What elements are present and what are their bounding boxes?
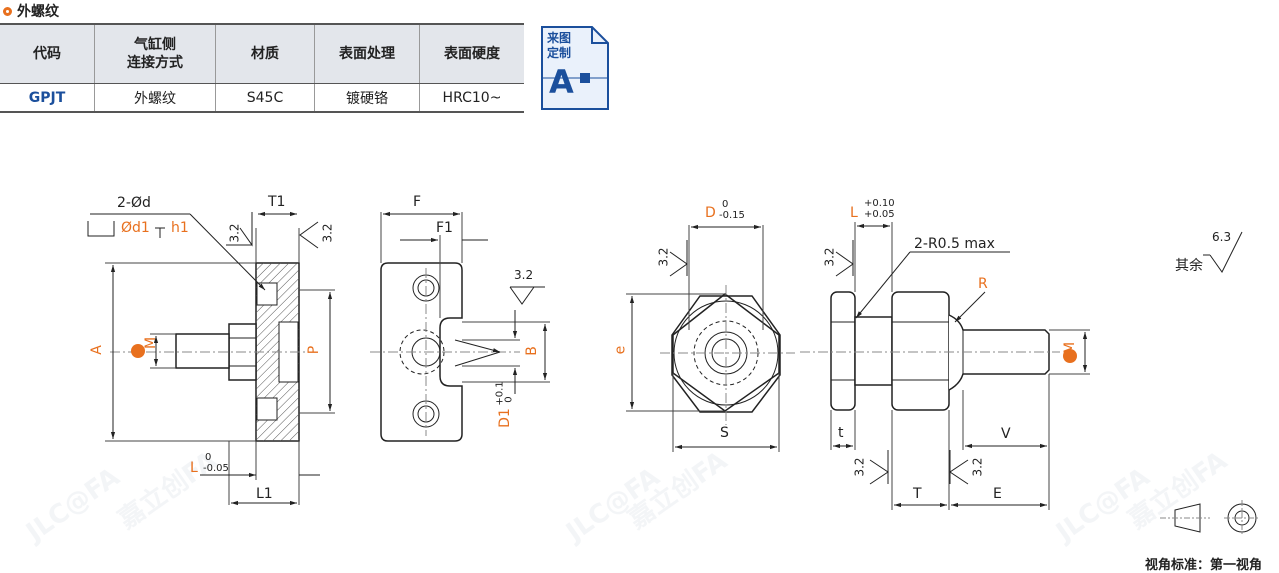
label-v: V	[1001, 426, 1011, 442]
label-d: D	[705, 205, 716, 221]
roughness-label: 3.2	[514, 268, 534, 282]
col-material: 材质	[215, 23, 315, 84]
hex-end-view	[626, 224, 795, 452]
document-icon	[541, 26, 609, 110]
cell-hardness: HRC10~	[419, 83, 524, 113]
label-l-tol-lower: -0.05	[203, 463, 229, 474]
section-title-text: 外螺纹	[17, 4, 59, 20]
label-e-right: E	[993, 486, 1002, 502]
label-lr-tol-lower: +0.05	[864, 209, 895, 220]
label-counterbore: Ød1	[121, 220, 150, 236]
label-d-tol-lower: -0.15	[719, 210, 745, 221]
label-d1-tol-lower: 0	[503, 396, 515, 403]
first-angle-projection-icon	[1160, 500, 1260, 536]
label-d1: D1	[496, 408, 513, 428]
table-header-row: 代码 气缸侧 连接方式 材质 表面处理 表面硬度	[0, 23, 524, 84]
cell-material: S45C	[215, 83, 315, 113]
label-b: B	[523, 346, 540, 356]
cell-code: GPJT	[0, 83, 95, 113]
section-title: 外螺纹	[3, 1, 59, 21]
projection-label: 视角标准：第一视角	[1145, 558, 1263, 573]
roughness-label-63: 6.3	[1212, 230, 1232, 244]
label-l: L	[190, 460, 198, 476]
m-marker-icon	[1063, 349, 1077, 363]
roughness-label: 3.2	[320, 223, 335, 243]
roughness-label: 3.2	[970, 457, 985, 477]
table-row: GPJT 外螺纹 S45C 镀硬铬 HRC10~	[0, 83, 524, 113]
circle-icon	[3, 6, 12, 16]
col-surface: 表面处理	[314, 23, 420, 84]
col-hardness: 表面硬度	[419, 23, 524, 84]
spec-table: 代码 气缸侧 连接方式 材质 表面处理 表面硬度 GPJT 外螺纹 S45C 镀…	[0, 23, 524, 113]
label-others: 其余	[1175, 258, 1203, 274]
label-depth: h1	[171, 220, 189, 236]
roughness-label: 3.2	[227, 223, 242, 243]
front-plate-view	[370, 211, 550, 442]
m-marker-icon	[131, 344, 145, 358]
badge-text: 来图定制	[547, 31, 572, 60]
roughness-label: 3.2	[852, 457, 867, 477]
label-radius-note: 2-R0.5 max	[914, 236, 995, 252]
label-f1: F1	[436, 220, 453, 236]
label-m: M	[1062, 341, 1079, 355]
label-a: A	[88, 345, 105, 355]
col-code: 代码	[0, 23, 95, 84]
label-d-tol-upper: 0	[722, 199, 729, 210]
roughness-others	[1203, 231, 1243, 273]
label-l1: L1	[256, 486, 273, 502]
label-p: P	[306, 345, 323, 355]
label-l-right: L	[850, 205, 858, 221]
badge-letter: A	[549, 63, 574, 101]
label-r: R	[978, 276, 988, 292]
roughness-label: 3.2	[656, 247, 671, 267]
cell-connection: 外螺纹	[94, 83, 216, 113]
cell-surface: 镀硬铬	[314, 83, 420, 113]
label-f: F	[413, 194, 422, 210]
custom-drawing-badge: 来图定制 A	[540, 25, 610, 111]
label-t: T	[913, 486, 922, 502]
label-holes: 2-Ød	[117, 195, 151, 211]
side-section-view	[87, 211, 335, 506]
label-s: S	[720, 425, 729, 441]
roughness-label: 3.2	[822, 247, 837, 267]
label-m: M	[143, 336, 160, 350]
label-lr-tol-upper: +0.10	[864, 198, 895, 209]
label-t-small: t	[838, 425, 844, 441]
label-l-tol-upper: 0	[205, 452, 212, 463]
label-e: e	[612, 345, 629, 355]
bolt-side-view	[800, 222, 1090, 510]
col-connection: 气缸侧 连接方式	[94, 23, 216, 84]
label-t1: T1	[268, 194, 286, 210]
